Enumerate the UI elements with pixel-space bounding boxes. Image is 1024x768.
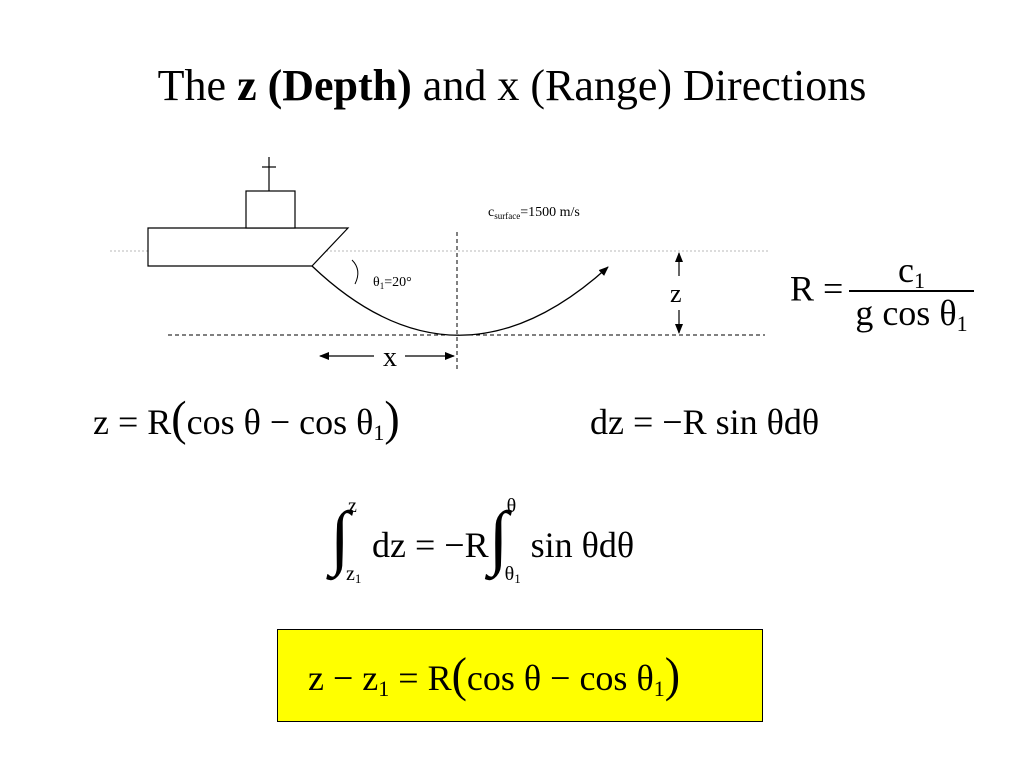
radius-lhs: R =	[790, 268, 844, 309]
ray-path	[311, 265, 609, 336]
integral-tail: sin θdθ	[530, 525, 635, 565]
radius-denominator: g cos θ1	[855, 293, 968, 336]
ship-cabin	[245, 190, 296, 229]
result-highlight-box: z − z1 = R(cos θ − cos θ1)	[277, 629, 763, 722]
integral-mid: dz = −R	[372, 525, 489, 565]
angle-arc	[351, 259, 359, 285]
ship-hull	[147, 227, 350, 267]
title-bold: z (Depth)	[237, 61, 412, 110]
differential-equation: dz = −R sin θdθ	[590, 402, 820, 442]
depth-equation: z = R(cos θ − cos θ1)	[93, 391, 400, 446]
angle-label: θ1=20°	[373, 275, 412, 291]
result-equation: z − z1 = R(cos θ − cos θ1)	[308, 647, 681, 702]
depth-label: z	[670, 279, 682, 308]
title-prefix: The	[157, 61, 238, 110]
range-label: x	[383, 342, 397, 373]
radius-numerator: c1	[849, 250, 974, 292]
sound-speed-label: csurface=1500 m/s	[488, 205, 580, 221]
depth-equation-body: cos θ − cos θ	[186, 402, 374, 442]
title-suffix: and x (Range) Directions	[411, 61, 867, 110]
depth-equation-lhs: z = R	[93, 402, 172, 442]
slide-title: The z (Depth) and x (Range) Directions	[0, 58, 1024, 114]
